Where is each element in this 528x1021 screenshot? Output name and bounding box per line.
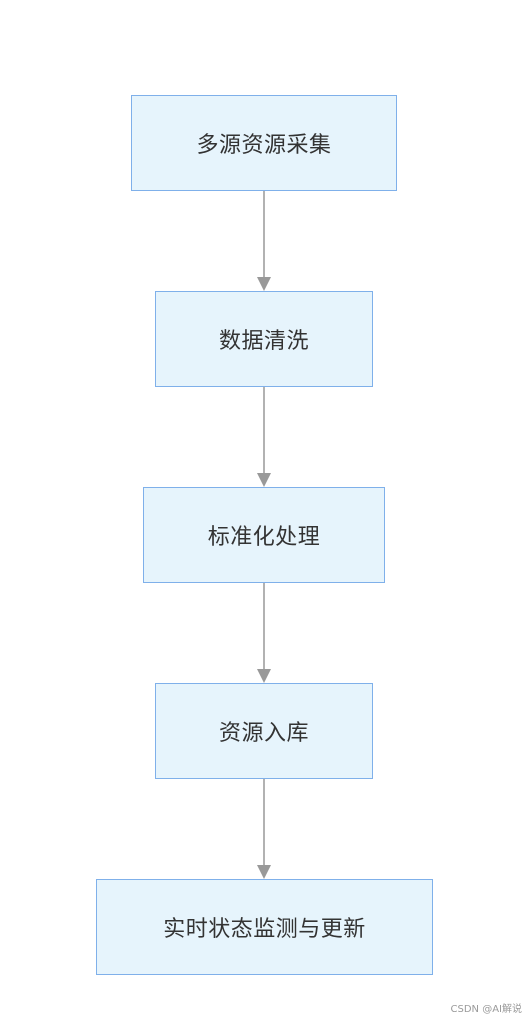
step-label: 资源入库 — [218, 721, 309, 746]
watermark: CSDN @AI解说 — [450, 1004, 522, 1015]
step-label: 标准化处理 — [207, 525, 321, 550]
step-standardization: 标准化处理 — [143, 487, 385, 583]
edge-2-3 — [257, 387, 271, 487]
edge-4-5 — [257, 779, 271, 879]
arrowhead-icon — [257, 473, 271, 487]
edge-3-4 — [257, 583, 271, 683]
step-multi-source-collection: 多源资源采集 — [131, 95, 397, 191]
arrowhead-icon — [257, 277, 271, 291]
arrowhead-icon — [257, 865, 271, 879]
step-label: 数据清洗 — [218, 329, 309, 354]
arrowhead-icon — [257, 669, 271, 683]
step-label: 实时状态监测与更新 — [163, 917, 366, 942]
step-label: 多源资源采集 — [196, 133, 332, 158]
step-realtime-monitoring: 实时状态监测与更新 — [96, 879, 433, 975]
step-resource-storage: 资源入库 — [155, 683, 373, 779]
step-data-cleaning: 数据清洗 — [155, 291, 373, 387]
edge-1-2 — [257, 191, 271, 291]
